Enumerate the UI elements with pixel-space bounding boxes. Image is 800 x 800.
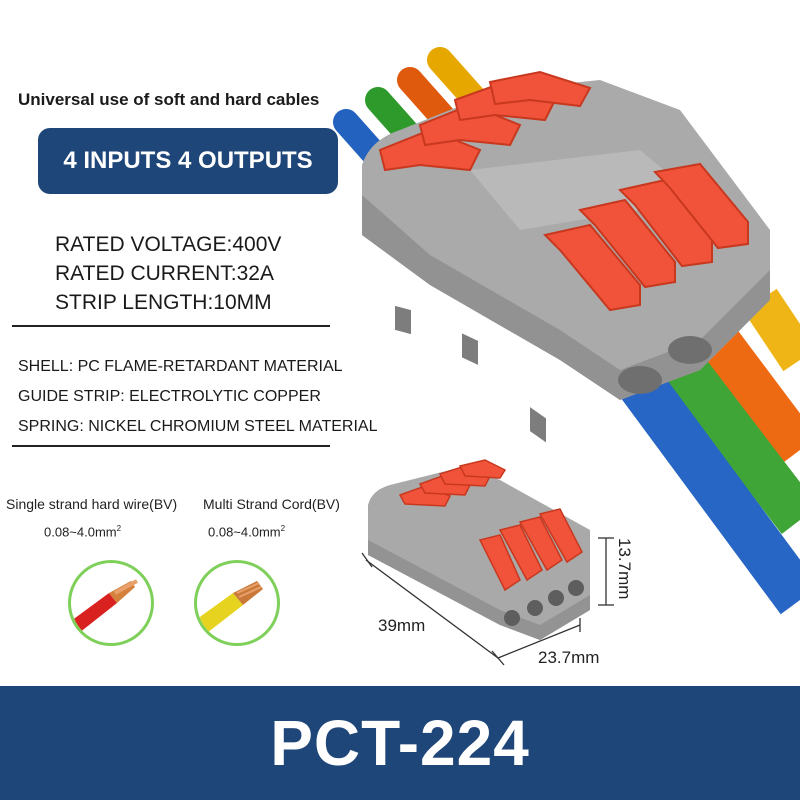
materials-block: SHELL: PC FLAME-RETARDANT MATERIAL GUIDE… xyxy=(18,352,377,442)
model-bar: PCT-224 xyxy=(0,686,800,800)
spring-material: SPRING: NICKEL CHROMIUM STEEL MATERIAL xyxy=(18,418,378,435)
rated-current: RATED CURRENT:32A xyxy=(55,262,274,285)
strip-length: STRIP LENGTH:10MM xyxy=(55,291,272,314)
dimension-length: 39mm xyxy=(378,616,426,635)
front-levers xyxy=(543,162,749,312)
dimension-diagram xyxy=(361,459,614,666)
divider-top xyxy=(12,325,330,327)
connector-photo xyxy=(333,47,800,615)
model-name: PCT-224 xyxy=(270,707,530,779)
divider-bottom xyxy=(12,445,330,447)
shell-material: SHELL: PC FLAME-RETARDANT MATERIAL xyxy=(18,358,343,375)
multi-wire-icon xyxy=(194,560,280,646)
multi-wire-label: Multi Strand Cord(BV) xyxy=(203,496,340,512)
output-cables xyxy=(610,288,800,615)
dimension-height: 13.7mm xyxy=(615,538,634,600)
single-wire-range: 0.08~4.0mm2 xyxy=(44,524,122,540)
single-wire-label: Single strand hard wire(BV) xyxy=(6,496,178,512)
dimension-lines xyxy=(361,537,614,666)
guide-strip-material: GUIDE STRIP: ELECTROLYTIC COPPER xyxy=(18,388,321,405)
tagline: Universal use of soft and hard cables xyxy=(18,90,320,109)
small-connector xyxy=(368,459,590,640)
dimension-width: 23.7mm xyxy=(538,648,600,667)
io-badge: 4 INPUTS 4 OUTPUTS xyxy=(38,128,338,194)
rated-voltage: RATED VOLTAGE:400V xyxy=(55,233,282,256)
multi-wire-range: 0.08~4.0mm2 xyxy=(208,524,286,540)
ratings-block: RATED VOLTAGE:400V RATED CURRENT:32A STR… xyxy=(55,230,281,317)
single-wire-icon xyxy=(68,560,154,646)
top-levers xyxy=(378,70,592,172)
